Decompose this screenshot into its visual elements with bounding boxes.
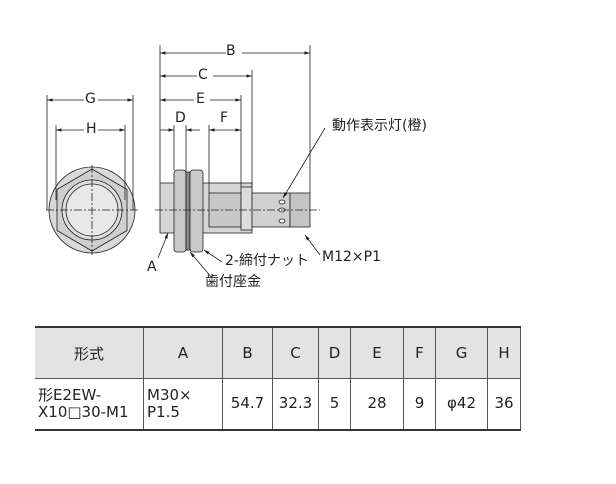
model-line2: X10□30-M1 bbox=[38, 403, 129, 421]
indicator-callout: 動作表示灯(橙) bbox=[332, 118, 427, 134]
dim-d-label: D bbox=[175, 110, 186, 126]
cell-h: 36 bbox=[487, 378, 521, 430]
cell-c: 32.3 bbox=[272, 378, 319, 430]
dim-g-label: G bbox=[85, 91, 96, 107]
header-a: A bbox=[143, 327, 223, 379]
dim-f-label: F bbox=[220, 110, 229, 126]
front-view bbox=[46, 95, 138, 255]
header-e: E bbox=[350, 327, 404, 379]
dim-c-label: C bbox=[198, 67, 208, 83]
cell-f: 9 bbox=[403, 378, 436, 430]
cell-e: 28 bbox=[350, 378, 404, 430]
cell-a: M30×P1.5 bbox=[143, 378, 223, 430]
cell-g: φ42 bbox=[435, 378, 488, 430]
dim-e-label: E bbox=[196, 91, 205, 107]
indicator-led-icon bbox=[278, 199, 286, 205]
table-header-row: 形式 A B C D E F G H bbox=[35, 327, 521, 379]
model-line1: 形E2EW- bbox=[38, 385, 102, 404]
nuts-callout: 2-締付ナット bbox=[225, 253, 309, 269]
header-c: C bbox=[272, 327, 319, 379]
header-d: D bbox=[318, 327, 351, 379]
cell-model: 形E2EW-X10□30-M1 bbox=[35, 378, 144, 430]
dim-h-label: H bbox=[86, 121, 97, 137]
cell-b: 54.7 bbox=[222, 378, 273, 430]
header-g: G bbox=[435, 327, 488, 379]
connector-callout: M12×P1 bbox=[322, 249, 381, 265]
side-view bbox=[155, 45, 326, 279]
table-row: 形E2EW-X10□30-M1 M30×P1.5 54.7 32.3 5 28 … bbox=[35, 378, 521, 430]
header-model: 形式 bbox=[35, 327, 144, 379]
dimension-table: 形式 A B C D E F G H 形E2EW-X10□30-M1 M30×P… bbox=[35, 326, 521, 431]
dim-b-label: B bbox=[226, 43, 236, 59]
header-h: H bbox=[487, 327, 521, 379]
a-line2: P1.5 bbox=[147, 403, 180, 421]
header-f: F bbox=[403, 327, 436, 379]
cell-d: 5 bbox=[318, 378, 351, 430]
sensor-drawing bbox=[46, 45, 326, 279]
washer-callout: 歯付座金 bbox=[205, 274, 261, 290]
header-b: B bbox=[222, 327, 273, 379]
dim-a-label: A bbox=[147, 259, 157, 275]
a-line1: M30× bbox=[147, 385, 192, 404]
